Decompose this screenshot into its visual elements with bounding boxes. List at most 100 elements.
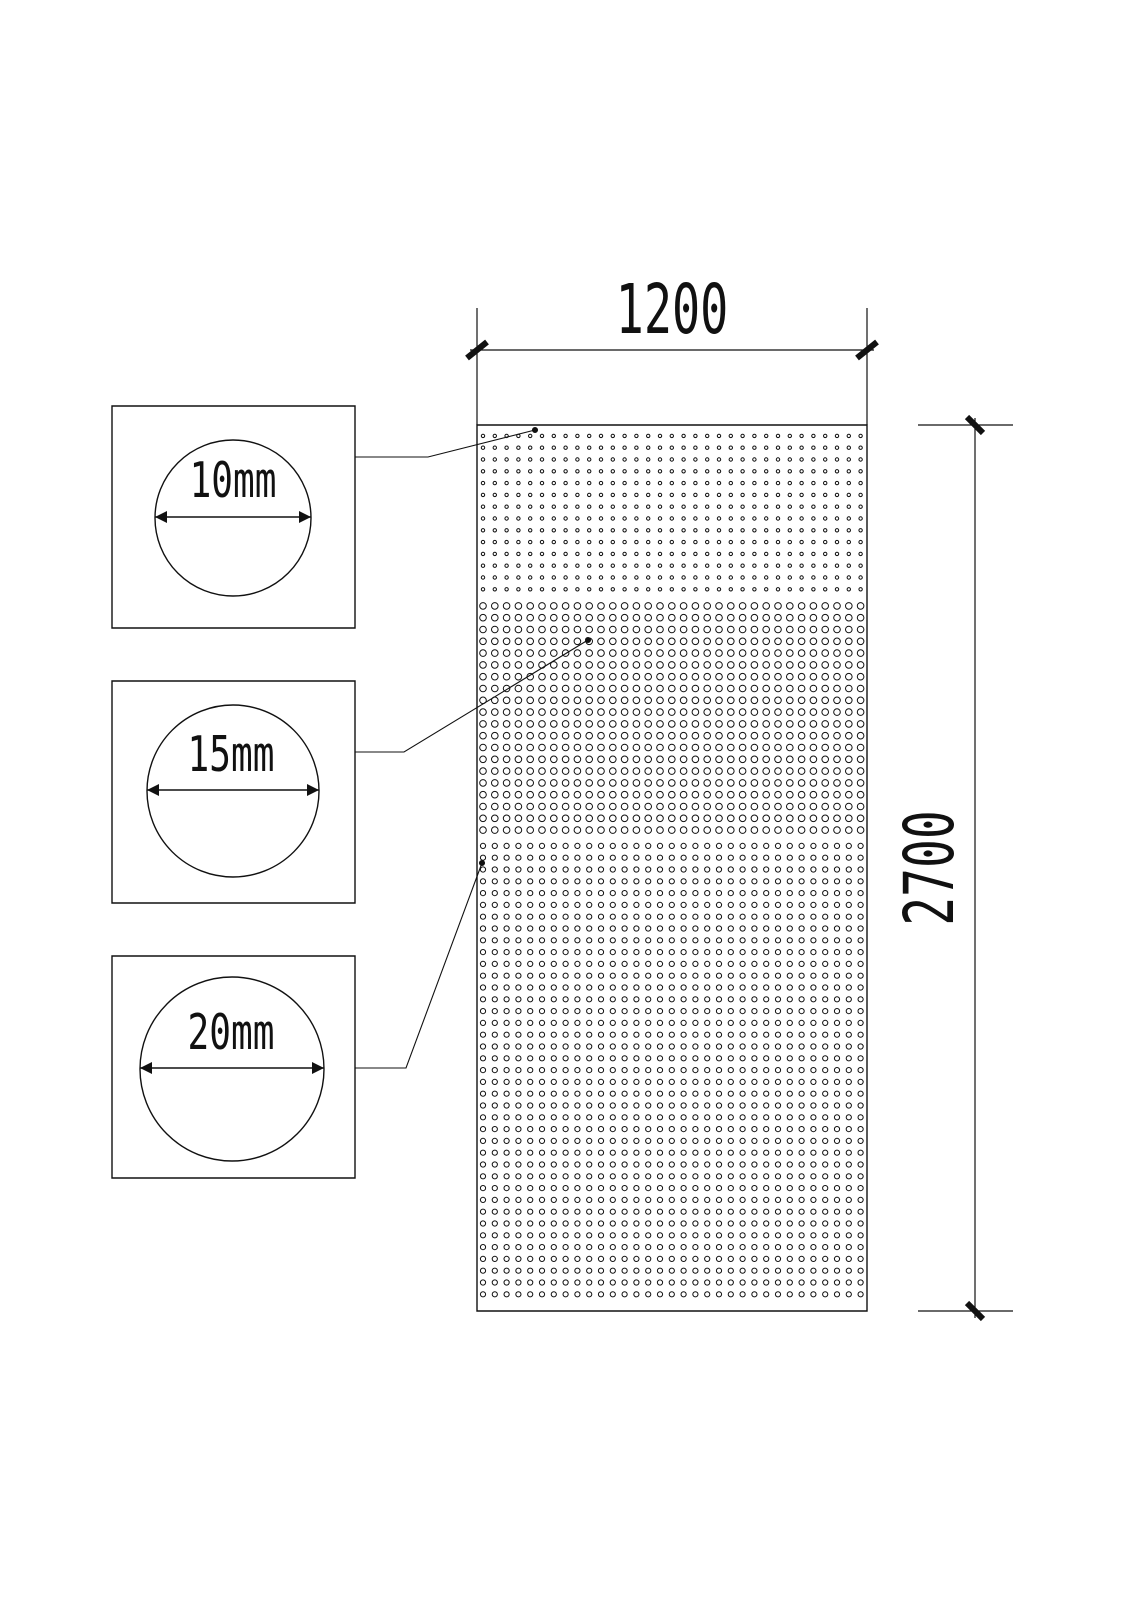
perforation-hole-15mm <box>716 721 723 728</box>
perforation-hole-20mm <box>775 1044 780 1049</box>
perforation-hole-15mm <box>492 650 499 657</box>
perforation-hole-20mm <box>634 1245 639 1250</box>
perforation-hole-20mm <box>775 1221 780 1226</box>
perforation-hole-20mm <box>622 1150 627 1155</box>
perforation-hole-20mm <box>705 855 710 860</box>
perforation-hole-10mm <box>635 529 638 532</box>
perforation-hole-10mm <box>493 481 496 484</box>
perforation-hole-10mm <box>493 576 496 579</box>
perforation-hole-15mm <box>846 791 853 798</box>
perforation-hole-20mm <box>563 938 568 943</box>
perforation-hole-15mm <box>633 614 640 621</box>
perforation-hole-15mm <box>492 756 499 763</box>
perforation-hole-20mm <box>787 997 792 1002</box>
perforation-hole-15mm <box>787 650 794 657</box>
perforation-hole-15mm <box>515 709 522 716</box>
perforation-hole-10mm <box>517 517 520 520</box>
perforation-hole-15mm <box>728 614 735 621</box>
perforation-hole-20mm <box>539 1103 544 1108</box>
perforation-hole-20mm <box>846 1209 851 1214</box>
perforation-hole-20mm <box>858 1056 863 1061</box>
perforation-hole-10mm <box>682 564 685 567</box>
perforation-hole-20mm <box>787 985 792 990</box>
perforation-hole-20mm <box>775 1068 780 1073</box>
perforation-hole-10mm <box>647 540 650 543</box>
perforation-hole-15mm <box>834 697 841 704</box>
perforation-hole-20mm <box>752 1256 757 1261</box>
perforation-hole-20mm <box>563 879 568 884</box>
perforation-hole-10mm <box>658 529 661 532</box>
perforation-hole-20mm <box>669 1256 674 1261</box>
perforation-hole-15mm <box>716 697 723 704</box>
perforation-hole-20mm <box>716 1174 721 1179</box>
perforation-hole-20mm <box>622 1162 627 1167</box>
perforation-hole-20mm <box>528 1020 533 1025</box>
perforation-hole-20mm <box>681 1150 686 1155</box>
perforation-hole-10mm <box>694 493 697 496</box>
perforation-hole-20mm <box>728 1056 733 1061</box>
perforation-hole-20mm <box>492 1292 497 1297</box>
perforation-hole-15mm <box>728 803 735 810</box>
perforation-hole-15mm <box>775 603 782 610</box>
perforation-hole-20mm <box>705 1115 710 1120</box>
perforation-hole-15mm <box>704 815 711 822</box>
perforation-hole-20mm <box>539 1186 544 1191</box>
perforation-hole-20mm <box>587 997 592 1002</box>
perforation-hole-10mm <box>505 446 508 449</box>
perforation-hole-10mm <box>611 576 614 579</box>
perforation-hole-20mm <box>669 902 674 907</box>
perforation-hole-20mm <box>669 867 674 872</box>
perforation-hole-15mm <box>645 673 652 680</box>
perforation-hole-10mm <box>682 505 685 508</box>
perforation-hole-20mm <box>646 1009 651 1014</box>
perforation-hole-20mm <box>575 973 580 978</box>
perforation-hole-20mm <box>598 1280 603 1285</box>
perforation-hole-20mm <box>681 1056 686 1061</box>
perforation-hole-20mm <box>575 1268 580 1273</box>
perforation-hole-20mm <box>563 843 568 848</box>
perforation-hole-20mm <box>634 1150 639 1155</box>
perforation-hole-20mm <box>823 914 828 919</box>
perforation-hole-15mm <box>739 803 746 810</box>
perforation-hole-20mm <box>516 1127 521 1132</box>
perforation-hole-15mm <box>716 803 723 810</box>
perforation-hole-20mm <box>740 914 745 919</box>
perforation-hole-20mm <box>811 1127 816 1132</box>
perforation-hole-10mm <box>812 540 815 543</box>
perforation-hole-10mm <box>481 434 484 437</box>
perforation-hole-20mm <box>492 1127 497 1132</box>
perforation-hole-15mm <box>657 732 664 739</box>
perforation-hole-10mm <box>611 481 614 484</box>
perforation-hole-15mm <box>551 662 558 669</box>
perforation-hole-15mm <box>763 721 770 728</box>
perforation-hole-20mm <box>516 1221 521 1226</box>
perforation-hole-15mm <box>503 803 510 810</box>
perforation-hole-10mm <box>635 481 638 484</box>
perforation-hole-10mm <box>729 434 732 437</box>
perforation-hole-20mm <box>492 938 497 943</box>
perforation-hole-20mm <box>693 867 698 872</box>
perforation-hole-15mm <box>669 756 676 763</box>
perforation-hole-20mm <box>646 961 651 966</box>
perforation-hole-20mm <box>834 1186 839 1191</box>
perforation-hole-15mm <box>633 768 640 775</box>
perforation-hole-20mm <box>598 891 603 896</box>
perforation-hole-15mm <box>857 815 864 822</box>
perforation-hole-20mm <box>858 1197 863 1202</box>
perforation-hole-10mm <box>493 458 496 461</box>
perforation-hole-20mm <box>646 914 651 919</box>
perforation-hole-20mm <box>516 1103 521 1108</box>
perforation-hole-20mm <box>681 1256 686 1261</box>
perforation-hole-15mm <box>857 638 864 645</box>
perforation-hole-20mm <box>681 950 686 955</box>
perforation-hole-10mm <box>611 564 614 567</box>
perforation-hole-10mm <box>800 540 803 543</box>
perforation-hole-15mm <box>657 815 664 822</box>
perforation-hole-20mm <box>728 1020 733 1025</box>
perforation-hole-10mm <box>765 540 768 543</box>
perforation-hole-20mm <box>528 1091 533 1096</box>
perforation-hole-20mm <box>752 879 757 884</box>
perforation-hole-15mm <box>775 803 782 810</box>
perforation-hole-20mm <box>823 891 828 896</box>
perforation-hole-20mm <box>681 1068 686 1073</box>
